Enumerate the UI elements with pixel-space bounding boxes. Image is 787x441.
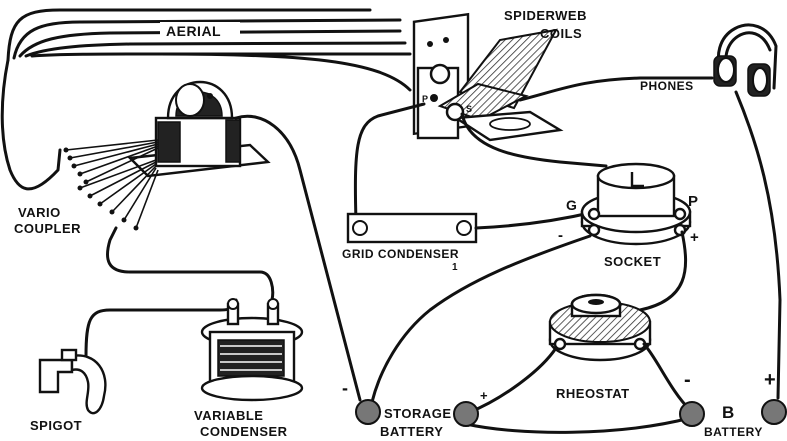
socket-g-label: G [566,197,577,213]
aerial-label-bg [160,22,240,40]
rheostat-label: RHEOSTAT [556,386,630,401]
rheostat-to-storage-plus-wire [468,346,558,414]
grid-condenser [346,212,478,244]
variable-condenser [200,298,304,402]
storage-to-b-wire [464,416,692,434]
socket-plus-to-rheostat-wire [638,230,688,312]
coil-s-label: S [466,104,473,114]
spigot-label: SPIGOT [30,418,82,433]
grid-num-label: 1 [452,262,458,273]
storage-plus-label: + [480,388,488,403]
phones-label: PHONES [640,79,694,93]
socket-minus-label: - [558,227,564,244]
spiderweb-coils [412,12,564,142]
coil-to-phones-wire [518,76,714,102]
rheostat [548,293,652,362]
b-label: B [722,403,735,422]
aerial-to-coupler-wire [158,52,412,92]
b-minus-label: - [684,369,691,391]
storage-plus-terminal [453,401,479,427]
left-wire [0,58,62,191]
socket-p-label: P [688,193,699,210]
grid-condenser-label: GRID CONDENSER [342,247,459,261]
variable-label: VARIABLE [194,408,263,423]
grid-to-socket-wire [474,210,596,230]
vario-label: VARIO [18,205,61,220]
vario-coupler [63,81,271,231]
aerial-wires [6,8,412,62]
storage-label: STORAGE [384,406,452,421]
coil-p-label: P [422,94,429,104]
coils-label: COILS [540,26,582,41]
b-minus-terminal [679,401,705,427]
coupler-label: COUPLER [14,221,81,236]
b-plus-terminal [761,399,787,425]
b-battery-label: BATTERY [704,425,763,439]
coil-to-socket-wire [460,112,608,168]
socket [580,162,692,246]
storage-minus-label: - [342,378,349,398]
b-plus-label: + [764,369,776,391]
storage-minus-terminal [355,399,381,425]
coupler-to-varcond-wire [106,226,275,302]
socket-plus-label: + [690,229,699,246]
phones-to-bplus-wire [734,90,782,400]
coupler-to-storage-wire [234,114,362,402]
spiderweb-label: SPIDERWEB [504,8,587,23]
socket-label: SOCKET [604,254,661,269]
spigot [38,348,107,415]
phones [713,23,778,97]
aerial-label: AERIAL [166,23,221,39]
condenser-label: CONDENSER [200,424,288,439]
storage-battery-label: BATTERY [380,424,443,439]
coil-to-grid-wire [353,102,426,224]
socket-minus-to-storage-wire [370,234,592,404]
